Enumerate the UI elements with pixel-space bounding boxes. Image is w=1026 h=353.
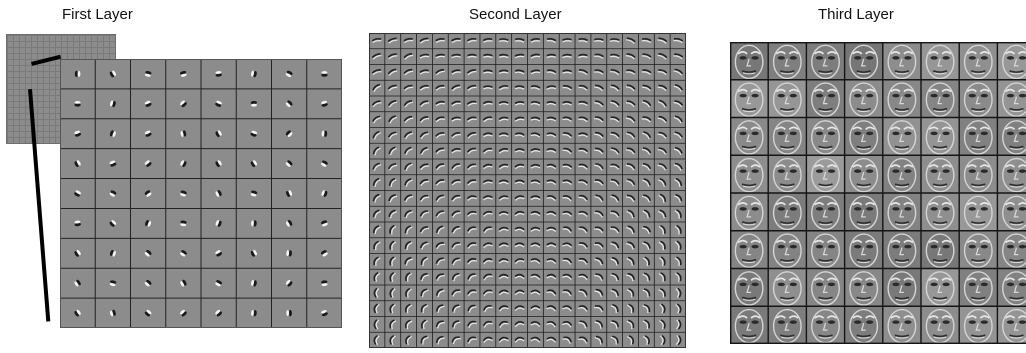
- third-layer-face-filter: [730, 193, 768, 231]
- third-layer-face-filter: [959, 306, 997, 344]
- third-layer-face-filter: [768, 193, 806, 231]
- third-layer-face-filter: [806, 118, 844, 156]
- third-layer-face-filter: [806, 306, 844, 344]
- third-layer-face-filter: [921, 155, 959, 193]
- third-layer-face-filter: [883, 193, 921, 231]
- third-layer-face-filter: [768, 306, 806, 344]
- third-layer-face-filter: [806, 269, 844, 307]
- third-layer-face-filter: [921, 42, 959, 80]
- third-layer-face-filter: [730, 231, 768, 269]
- third-layer-face-filter: [883, 231, 921, 269]
- third-layer-face-filter: [921, 231, 959, 269]
- third-layer-face-filter: [730, 118, 768, 156]
- third-layer-face-filter: [845, 306, 883, 344]
- third-layer-face-filter: [883, 155, 921, 193]
- third-layer-face-filter: [959, 269, 997, 307]
- third-layer-face-filter: [768, 269, 806, 307]
- third-layer-face-filter: [845, 80, 883, 118]
- third-layer-face-filter: [730, 80, 768, 118]
- third-layer-face-filter: [997, 269, 1026, 307]
- first-layer-svg: [60, 59, 342, 328]
- third-layer-face-filter: [730, 42, 768, 80]
- third-layer-face-filter: [845, 42, 883, 80]
- third-layer-face-filter: [921, 193, 959, 231]
- third-layer-face-filter: [883, 80, 921, 118]
- second-layer-filter-grid: [369, 33, 686, 348]
- third-layer-face-filter: [806, 80, 844, 118]
- third-layer-face-filter: [921, 80, 959, 118]
- third-layer-face-filter: [845, 231, 883, 269]
- third-layer-face-filter: [768, 155, 806, 193]
- third-layer-face-filter: [768, 80, 806, 118]
- third-layer-face-filter: [883, 306, 921, 344]
- third-layer-face-filter: [997, 80, 1026, 118]
- second-layer-svg: [369, 33, 686, 348]
- third-layer-face-filter: [806, 155, 844, 193]
- third-layer-face-filter: [845, 193, 883, 231]
- third-layer-face-filter: [768, 118, 806, 156]
- third-layer-face-filter: [921, 118, 959, 156]
- first-layer-filter-grid: [60, 59, 342, 328]
- third-layer-svg: [730, 42, 1026, 344]
- third-layer-face-filter: [883, 269, 921, 307]
- third-layer-filter-grid: [730, 42, 1026, 344]
- third-layer-face-filter: [806, 42, 844, 80]
- third-layer-face-filter: [883, 42, 921, 80]
- third-layer-face-filter: [959, 155, 997, 193]
- third-layer-face-filter: [997, 306, 1026, 344]
- third-layer-face-filter: [730, 306, 768, 344]
- third-layer-face-filter: [730, 155, 768, 193]
- third-layer-face-filter: [997, 118, 1026, 156]
- third-layer-face-filter: [959, 231, 997, 269]
- third-layer-face-filter: [806, 231, 844, 269]
- third-layer-face-filter: [997, 193, 1026, 231]
- third-layer-face-filter: [768, 42, 806, 80]
- second-layer-title: Second Layer: [469, 6, 562, 23]
- third-layer-face-filter: [921, 269, 959, 307]
- third-layer-face-filter: [959, 42, 997, 80]
- third-layer-face-filter: [806, 193, 844, 231]
- third-layer-face-filter: [959, 80, 997, 118]
- third-layer-face-filter: [845, 269, 883, 307]
- third-layer-face-filter: [959, 118, 997, 156]
- third-layer-face-filter: [959, 193, 997, 231]
- first-layer-title: First Layer: [62, 6, 133, 23]
- third-layer-face-filter: [845, 155, 883, 193]
- third-layer-face-filter: [997, 42, 1026, 80]
- third-layer-face-filter: [997, 155, 1026, 193]
- third-layer-face-filter: [997, 231, 1026, 269]
- third-layer-face-filter: [845, 118, 883, 156]
- third-layer-face-filter: [730, 269, 768, 307]
- third-layer-face-filter: [883, 118, 921, 156]
- third-layer-face-filter: [768, 231, 806, 269]
- third-layer-title: Third Layer: [818, 6, 894, 23]
- third-layer-face-filter: [921, 306, 959, 344]
